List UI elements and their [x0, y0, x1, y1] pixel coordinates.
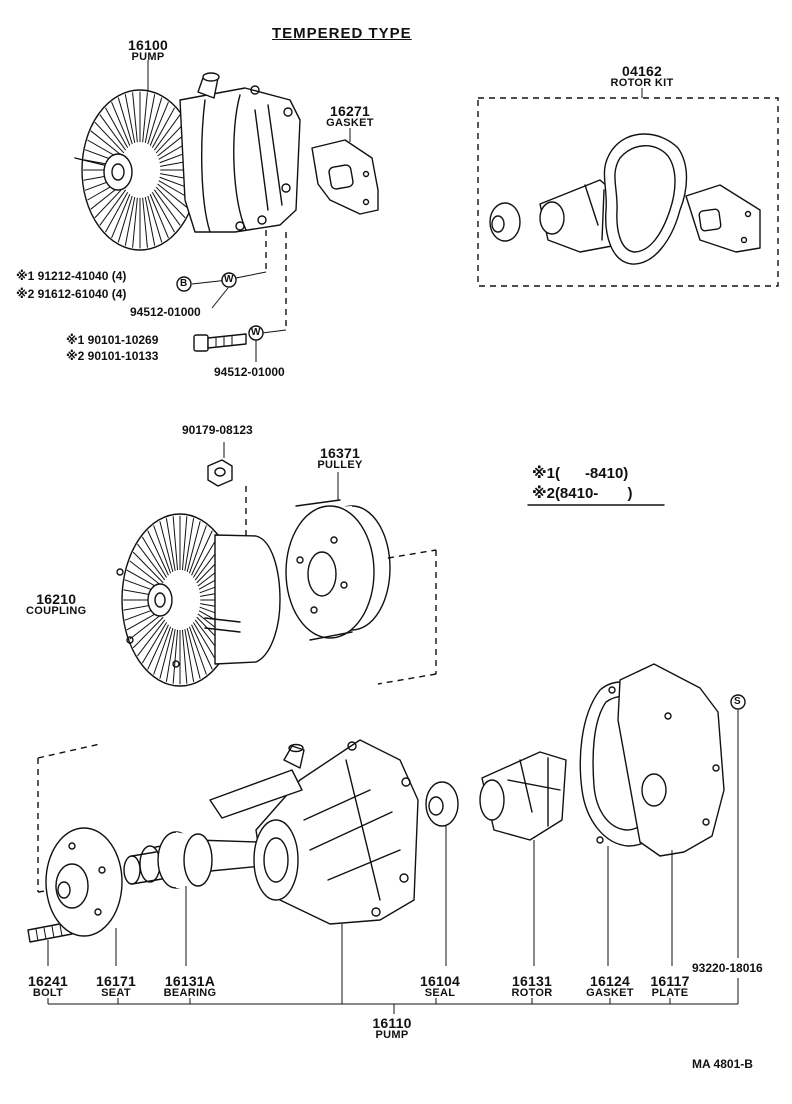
part-name: PUMP [131, 51, 165, 63]
part-number: 16104 [420, 973, 460, 989]
b-badge-icon: B [180, 278, 188, 289]
part-number: 16210 [36, 591, 77, 607]
part-name: SEAL [424, 987, 456, 999]
part-name: SEAT [101, 987, 131, 999]
w-badge-circle-2 [248, 325, 264, 341]
coupling-drawing [116, 513, 281, 687]
pump-body-drawing [209, 739, 419, 925]
part-name: PUMP [375, 1029, 409, 1041]
part-number: 16124 [590, 973, 630, 989]
nut-drawing [207, 459, 233, 487]
legend-row-1: ※1( -8410) [532, 466, 628, 481]
part-label-gasket-bottom[interactable]: 16124 GASKET [586, 974, 634, 999]
part-number: 16100 [128, 37, 168, 53]
part-number: 04162 [622, 63, 662, 79]
w-badge-icon: W [224, 274, 234, 285]
legend-mark: ※1 [532, 465, 555, 482]
gasket-top-drawing [311, 139, 379, 215]
part-label-nut[interactable]: 90179-08123 [182, 423, 253, 437]
part-label-bolt4[interactable]: ※2 90101-10133 [66, 349, 159, 363]
part-number: 16110 [372, 1015, 412, 1031]
part-label-seat[interactable]: 16171 SEAT [96, 974, 136, 999]
part-name: COUPLING [26, 605, 87, 617]
bearing-drawing [123, 831, 263, 889]
legend-mark: ※2 [532, 485, 555, 502]
part-label-bearing[interactable]: 16131A BEARING [164, 974, 217, 999]
part-label-bolt3[interactable]: ※1 90101-10269 [66, 333, 159, 347]
part-name: ROTOR KIT [610, 77, 674, 89]
part-label-bolt2[interactable]: ※2 91612-61040 (4) [16, 287, 127, 301]
part-name: GASKET [326, 117, 374, 129]
part-label-pump-bottom[interactable]: 16110 PUMP [372, 1016, 411, 1041]
part-number: 16241 [28, 973, 68, 989]
part-label-pump-top[interactable]: 16100 PUMP [128, 38, 168, 63]
part-label-bolt1[interactable]: ※1 91212-41040 (4) [16, 269, 127, 283]
pulley-drawing [285, 499, 391, 641]
seat-drawing [45, 827, 123, 937]
plate-drawing [617, 663, 725, 857]
part-name: PULLEY [317, 459, 363, 471]
pump-assembly-drawing [74, 72, 301, 251]
s-badge-circle [730, 694, 746, 710]
doc-code: MA 4801-B [692, 1057, 753, 1071]
b-badge-circle [176, 276, 192, 292]
part-name: BEARING [163, 987, 217, 999]
part-label-plate[interactable]: 16117 PLATE [650, 974, 689, 999]
part-name: PLATE [651, 987, 689, 999]
part-label-screw[interactable]: 93220-18016 [692, 961, 763, 975]
part-name: ROTOR [511, 987, 553, 999]
part-label-washer2[interactable]: 94512-01000 [214, 365, 285, 379]
part-label-seal[interactable]: 16104 SEAL [420, 974, 460, 999]
part-label-rotor[interactable]: 16131 ROTOR [511, 974, 552, 999]
legend-row-2: ※2(8410- ) [532, 486, 632, 501]
part-number: 16131 [512, 973, 552, 989]
rotor-drawing [479, 751, 567, 841]
seal-drawing [425, 781, 459, 827]
part-name: GASKET [586, 987, 634, 999]
part-label-pulley[interactable]: 16371 PULLEY [317, 446, 362, 471]
diagram-title: TEMPERED TYPE [272, 25, 412, 42]
part-number: 16117 [650, 973, 690, 989]
part-number: 16371 [320, 445, 360, 461]
part-label-washer1[interactable]: 94512-01000 [130, 305, 201, 319]
part-number: 16131A [164, 973, 216, 989]
part-label-coupling[interactable]: 16210 COUPLING [26, 592, 86, 617]
legend-range: ( -8410) [554, 465, 629, 482]
part-label-bolt-16241[interactable]: 16241 BOLT [28, 974, 68, 999]
part-number: 16171 [96, 973, 136, 989]
w-badge-circle-1 [221, 272, 237, 288]
s-badge-icon: S [734, 696, 741, 707]
part-number: 16271 [330, 103, 370, 119]
bolt-small-drawing [193, 333, 247, 352]
w-badge-icon: W [251, 327, 261, 338]
legend-range: (8410- ) [554, 485, 633, 502]
part-label-rotor-kit[interactable]: 04162 ROTOR KIT [611, 64, 674, 89]
part-name: BOLT [32, 987, 64, 999]
part-label-gasket-top[interactable]: 16271 GASKET [326, 104, 374, 129]
rotor-kit-drawing [477, 97, 779, 287]
